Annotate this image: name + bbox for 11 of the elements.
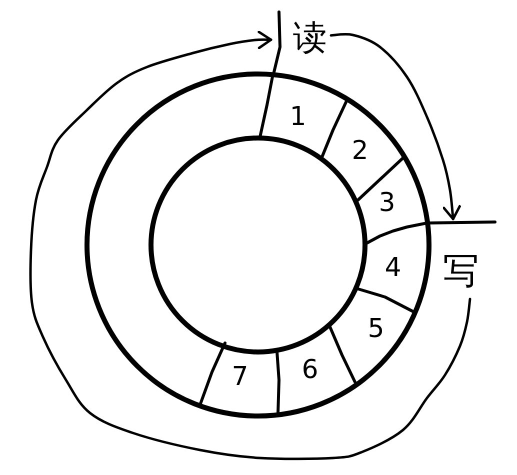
slot-number: 2 [352, 138, 368, 164]
slot-number: 1 [290, 104, 306, 130]
slot-number: 4 [384, 255, 402, 281]
slot-number: 7 [232, 364, 248, 390]
slot-number: 6 [302, 357, 318, 383]
pointer-label: 读 [293, 21, 327, 55]
pointer-label: 写 [443, 254, 479, 290]
slot-number: 5 [368, 316, 384, 342]
slot-number: 3 [378, 190, 396, 216]
curved-arrow [29, 30, 472, 460]
curved-arrow [330, 32, 462, 220]
